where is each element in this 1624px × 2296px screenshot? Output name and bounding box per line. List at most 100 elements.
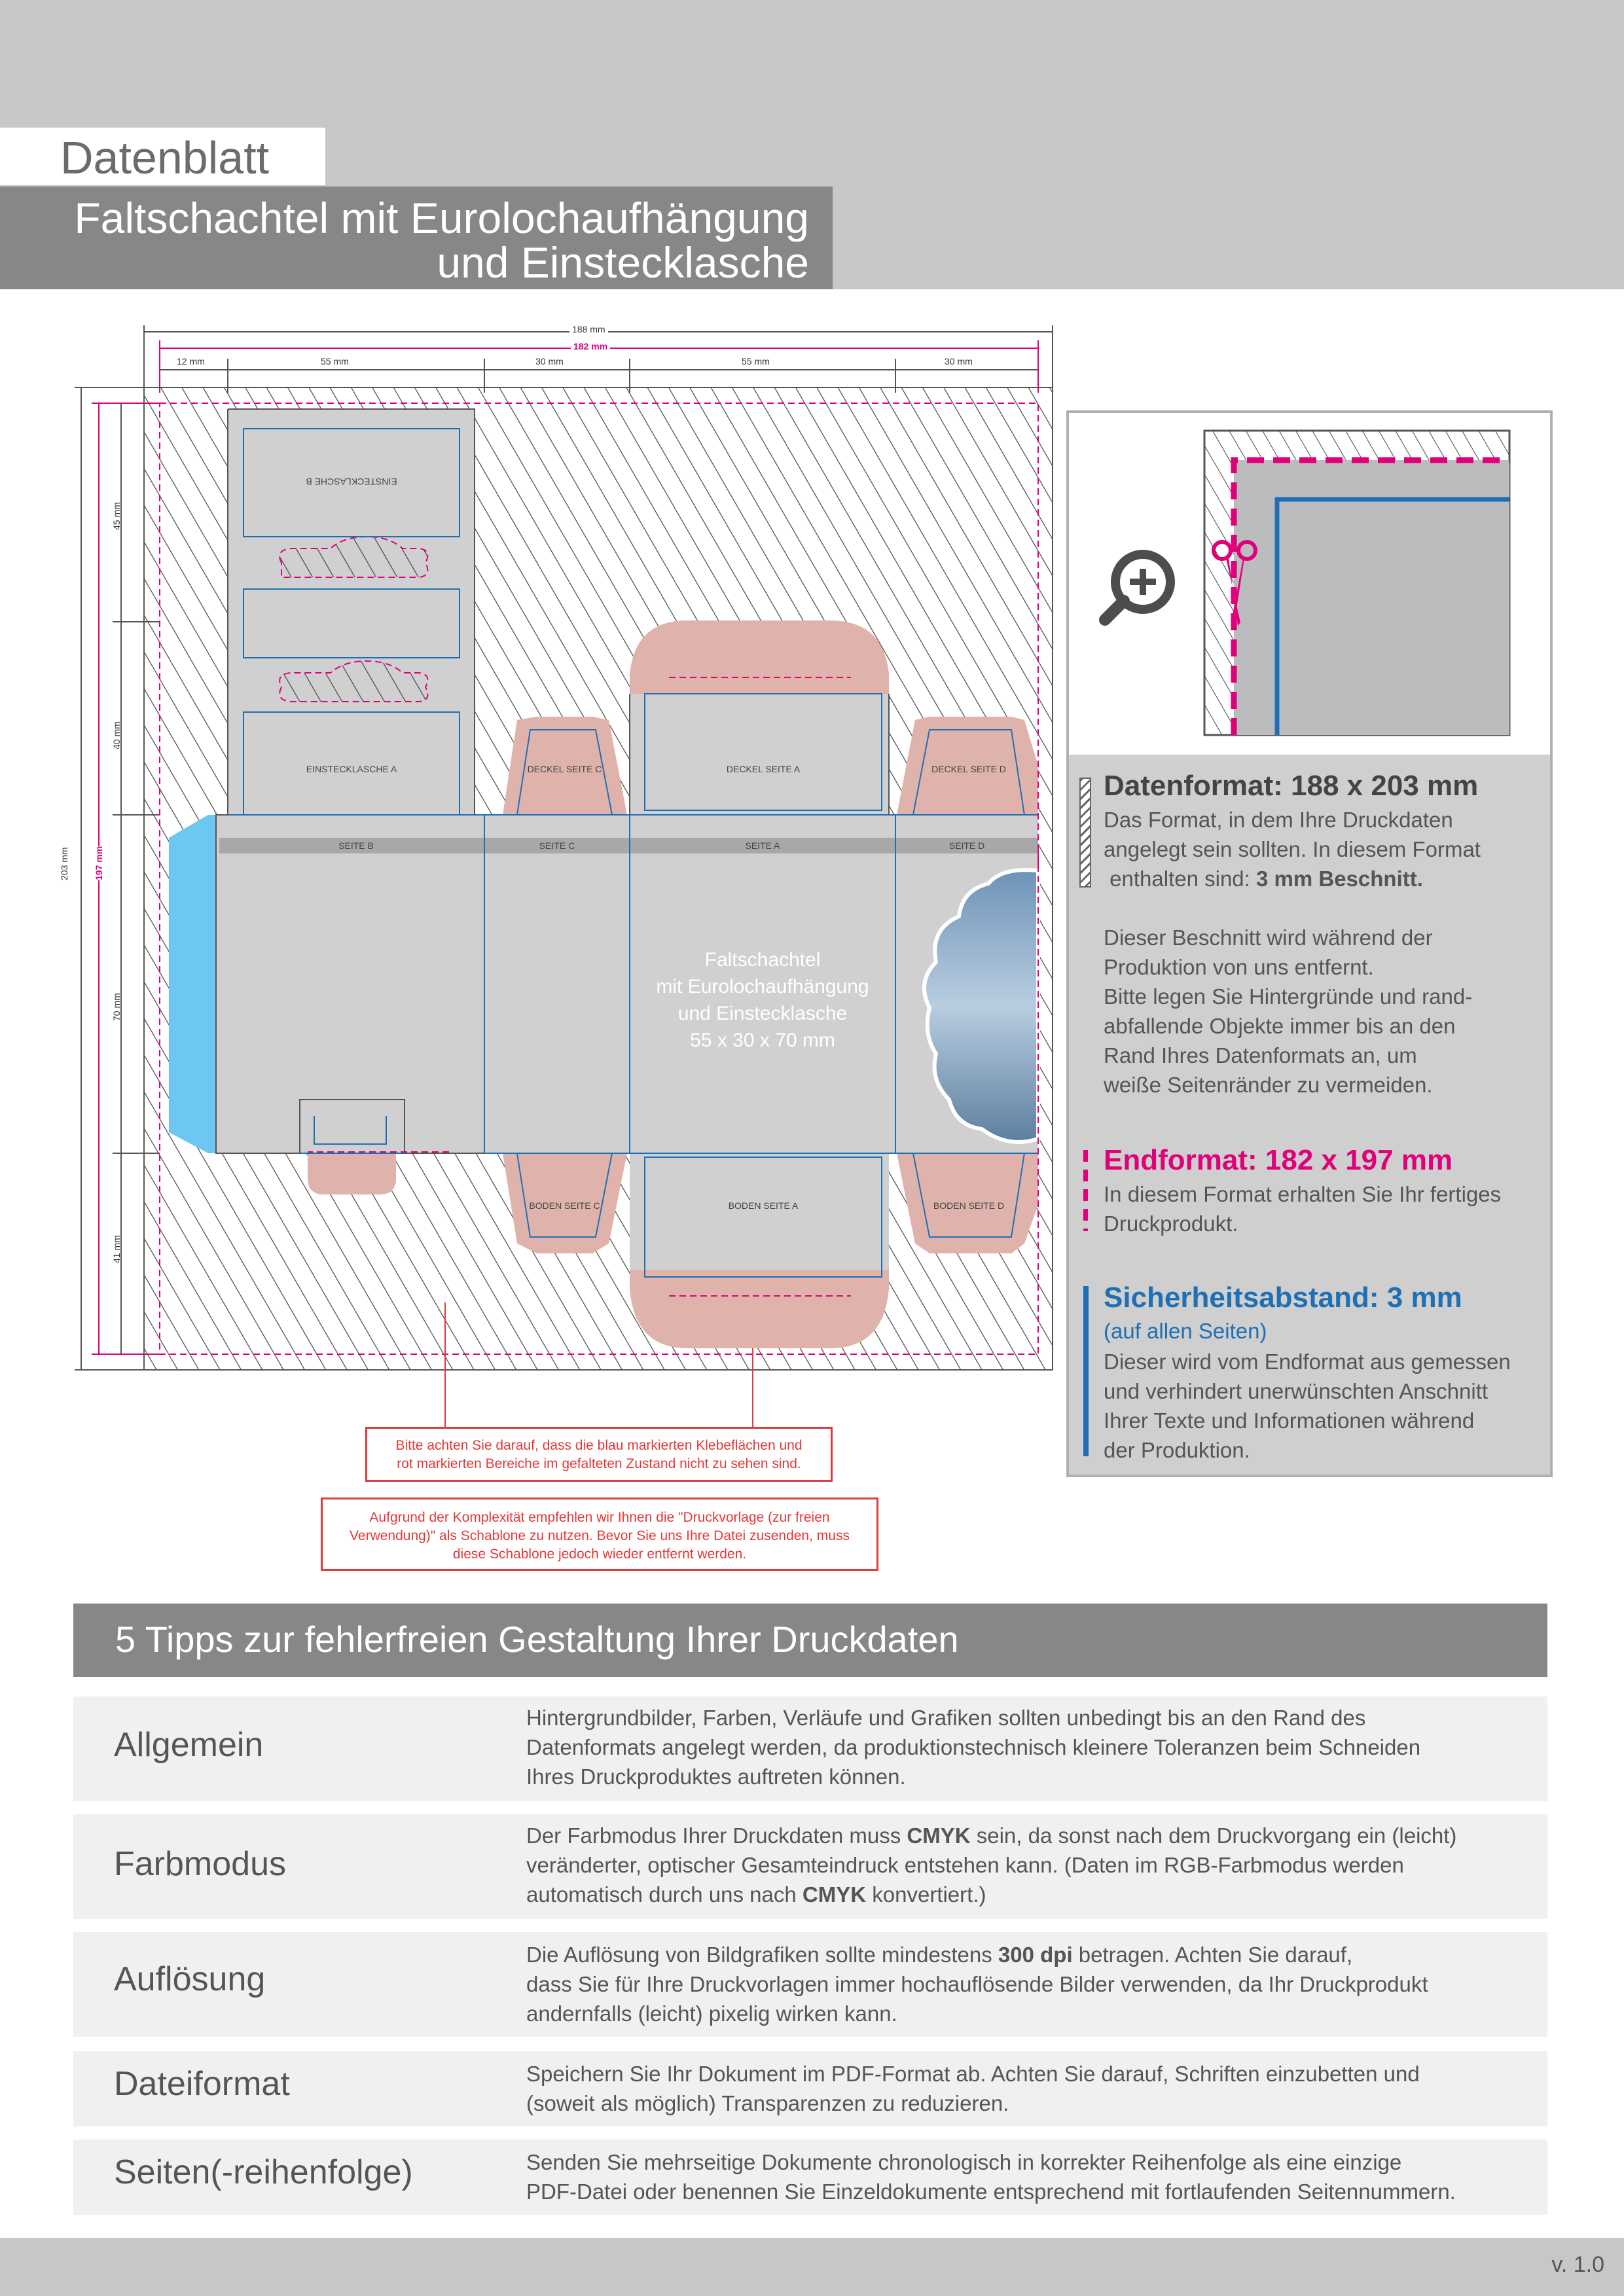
tip-line: dass Sie für Ihre Druckvorlagen immer ho… [526,1972,1428,1996]
beschnitt-line-3: Bitte legen Sie Hintergründe und rand- [1104,984,1473,1009]
dim-seg1: 12 mm [177,356,205,367]
version-label: v. 1.0 [1551,2252,1604,2277]
center-line-2: mit Eurolochaufhängung [656,976,869,997]
tip-line: PDF-Datei oder benennen Sie Einzeldokume… [526,2179,1456,2204]
endformat-line [159,403,1039,1355]
label-boden-d: BODEN SEITE D [933,1200,1005,1211]
label-deckel-a: DECKEL SEITE A [726,764,801,774]
tip-text: Speichern Sie Ihr Dokument im PDF-Format… [526,2059,1534,2118]
datenblatt-label: Datenblatt [60,132,270,183]
note2-line-2: Verwendung)" als Schablone zu nutzen. Be… [350,1528,850,1543]
sicherheit-line-2: und verhindert unerwünschten Anschnitt [1104,1379,1489,1403]
sicherheit-marker [1083,1286,1089,1456]
tip-line: Ihres Druckproduktes auftreten können. [526,1765,906,1789]
tip-dateiformat: Dateiformat Speichern Sie Ihr Dokument i… [73,2051,1547,2126]
tip-line: andernfalls (leicht) pixelig wirken kann… [526,2001,897,2026]
dim-final-height: 197 mm [94,846,104,880]
tip-text: Senden Sie mehrseitige Dokumente chronol… [526,2147,1534,2206]
endformat-line-2: Druckprodukt. [1104,1211,1238,1236]
note-template: Aufgrund der Komplexität empfehlen wir I… [321,1498,878,1571]
note1-line-2: rot markierten Bereiche im gefalteten Zu… [397,1456,801,1471]
cloud-photo [922,868,1040,1144]
label-seite-a: SEITE A [745,840,780,851]
endformat-title: Endformat: 182 x 197 mm [1104,1144,1453,1176]
endformat-body: In diesem Format erhalten Sie Ihr fertig… [1104,1179,1501,1238]
tip-text: Die Auflösung von Bildgrafiken sollte mi… [526,1940,1534,2028]
dim-seg3: 30 mm [535,356,564,367]
tip-line: Der Farbmodus Ihrer Druckdaten muss CMYK… [526,1823,1457,1848]
box-center-text: Faltschachtel mit Eurolochaufhängung und… [630,946,895,1054]
sicherheit-line-1: Dieser wird vom Endformat aus gemessen [1104,1350,1511,1374]
tip-label: Dateiformat [114,2065,290,2103]
beschnitt-line-2: Produktion von uns entfernt. [1104,955,1374,979]
tip-text: Der Farbmodus Ihrer Druckdaten muss CMYK… [526,1821,1534,1909]
tip-label: Auflösung [114,1960,266,1998]
dim-hseg3: 70 mm [111,993,122,1021]
label-seite-c: SEITE C [539,840,575,851]
datenformat-marker [1079,778,1091,888]
label-deckel-d: DECKEL SEITE D [931,764,1006,774]
tip-line: veränderter, optischer Gesamteindruck en… [526,1853,1404,1877]
tip-text: Hintergrundbilder, Farben, Verläufe und … [526,1703,1534,1791]
sicherheit-line-3: Ihrer Texte und Informationen während [1104,1408,1475,1433]
note1-line-1: Bitte achten Sie darauf, dass die blau m… [395,1438,803,1453]
label-boden-c: BODEN SEITE C [529,1200,600,1211]
datenformat-line-3: enthalten sind: 3 mm Beschnitt. [1104,867,1423,891]
label-boden-a: BODEN SEITE A [728,1200,799,1211]
datenformat-line-1: Das Format, in dem Ihre Druckdaten [1104,808,1453,832]
datenformat-line-2: angelegt sein sollten. In diesem Format [1104,837,1481,861]
zoom-icon [1099,550,1175,626]
sicherheit-title: Sicherheitsabstand: 3 mm [1104,1282,1462,1314]
tips-header: 5 Tipps zur fehlerfreien Gestaltung Ihre… [73,1604,1547,1677]
label-seite-d: SEITE D [948,840,985,851]
sicherheit-body: Dieser wird vom Endformat aus gemessen u… [1104,1347,1511,1465]
tip-line: (soweit als möglich) Transparenzen zu re… [526,2091,1009,2115]
tip-line: Die Auflösung von Bildgrafiken sollte mi… [526,1943,1353,1967]
tip-line: Datenformats angelegt werden, da produkt… [526,1735,1421,1759]
dim-total-width: 188 mm [569,324,608,334]
tip-seiten: Seiten(-reihenfolge) Senden Sie mehrseit… [73,2140,1547,2215]
note2-line-3: diese Schablone jedoch wieder entfernt w… [452,1547,747,1562]
dim-hseg4: 41 mm [111,1235,122,1263]
dim-hseg1: 45 mm [111,502,122,530]
footer-band: v. 1.0 [0,2238,1624,2296]
tip-label: Farbmodus [114,1845,286,1883]
label-seite-b: SEITE B [338,840,374,851]
tip-line: Senden Sie mehrseitige Dokumente chronol… [526,2150,1402,2174]
dim-seg5: 30 mm [945,356,973,367]
title-line-1: Faltschachtel mit Eurolochaufhängung [74,194,809,242]
beschnitt-line-1: Dieser Beschnitt wird während der [1104,925,1433,950]
center-line-4: 55 x 30 x 70 mm [690,1030,835,1051]
beschnitt-line-4: abfallende Objekte immer bis an den [1104,1014,1456,1038]
box-dieline [169,408,1039,1348]
note2-line-1: Aufgrund der Komplexität empfehlen wir I… [369,1510,830,1525]
dim-total-height: 203 mm [59,847,69,880]
tip-allgemein: Allgemein Hintergrundbilder, Farben, Ver… [73,1696,1547,1801]
tip-farbmodus: Farbmodus Der Farbmodus Ihrer Druckdaten… [73,1814,1547,1919]
tip-line: Hintergrundbilder, Farben, Verläufe und … [526,1706,1366,1730]
note-glue-areas: Bitte achten Sie darauf, dass die blau m… [365,1427,833,1482]
dieline-diagram [75,325,1053,1427]
sicherheit-line-4: der Produktion. [1104,1438,1250,1462]
label-einstecklasche-b: EINSTECKLASCHE B [306,476,397,487]
datenformat-title: Datenformat: 188 x 203 mm [1104,770,1479,802]
dim-seg2: 55 mm [321,356,349,367]
tip-label: Allgemein [114,1726,264,1764]
label-deckel-c: DECKEL SEITE C [527,764,602,774]
endformat-line-1: In diesem Format erhalten Sie Ihr fertig… [1104,1182,1502,1206]
tip-aufloesung: Auflösung Die Auflösung von Bildgrafiken… [73,1932,1547,2037]
sicherheit-sub: (auf allen Seiten) [1104,1319,1267,1343]
label-einstecklasche-a: EINSTECKLASCHE A [306,764,397,774]
beschnitt-line-6: weiße Seitenränder zu vermeiden. [1104,1073,1433,1097]
scissors-icon [1212,540,1257,626]
top-dimensions [143,325,1053,393]
center-line-1: Faltschachtel [704,949,821,971]
datenformat-body: Das Format, in dem Ihre Druckdaten angel… [1104,805,1481,893]
zoom-illustration [1069,413,1550,755]
tip-label: Seiten(-reihenfolge) [114,2153,413,2191]
tip-line: automatisch durch uns nach CMYK konverti… [526,1882,986,1907]
endformat-marker [1083,1150,1088,1231]
center-line-3: und Einstecklasche [677,1003,848,1024]
title-line-2: und Einstecklasche [437,238,809,287]
dim-seg4: 55 mm [742,356,770,367]
